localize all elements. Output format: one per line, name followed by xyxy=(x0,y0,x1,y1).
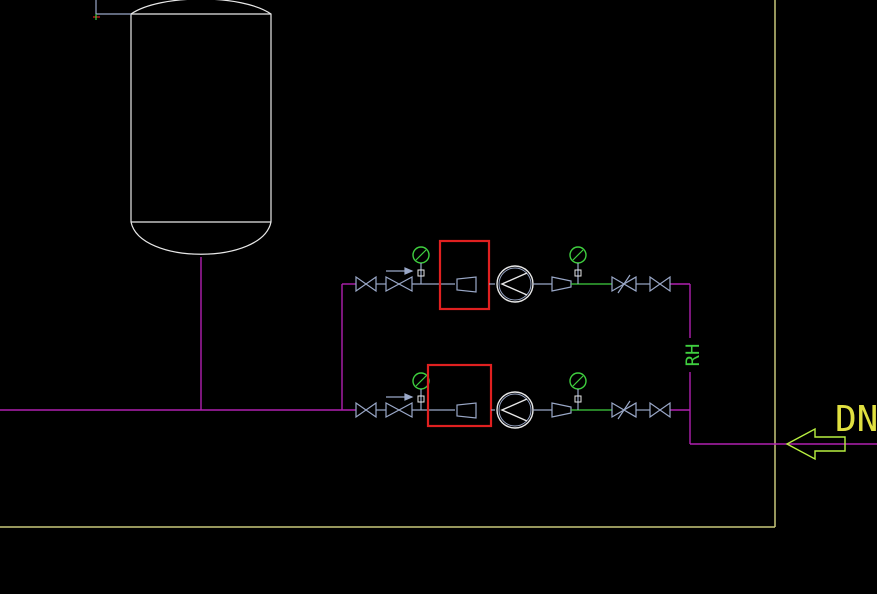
strainer-icon[interactable] xyxy=(456,402,477,419)
check-valve-icon[interactable] xyxy=(385,393,414,419)
pressure-gauge-icon[interactable] xyxy=(412,246,430,284)
pump-line-1 xyxy=(355,239,671,311)
gate-valve-icon[interactable] xyxy=(355,275,377,293)
drawing-frame xyxy=(0,0,776,528)
highlight-box[interactable] xyxy=(438,239,491,311)
strainer-icon[interactable] xyxy=(456,276,477,293)
pump-line-2 xyxy=(355,363,671,429)
vessel-vent-nozzle-icon xyxy=(93,0,131,20)
check-valve-icon[interactable] xyxy=(385,267,414,293)
check-valve-icon[interactable] xyxy=(611,274,637,294)
bypass-tag-label: RH xyxy=(682,344,704,367)
reducer-icon[interactable] xyxy=(551,402,572,418)
highlight-box[interactable] xyxy=(426,363,493,428)
flow-arrow-icon[interactable] xyxy=(785,427,846,461)
process-piping xyxy=(0,257,877,445)
pump-icon[interactable] xyxy=(496,265,534,303)
gate-valve-icon[interactable] xyxy=(649,275,671,293)
pressure-gauge-icon[interactable] xyxy=(569,246,587,284)
check-valve-icon[interactable] xyxy=(611,400,637,420)
pressure-gauge-icon[interactable] xyxy=(412,372,430,410)
storage-vessel-icon[interactable] xyxy=(130,0,272,255)
gate-valve-icon[interactable] xyxy=(355,401,377,419)
pump-icon[interactable] xyxy=(496,391,534,429)
gate-valve-icon[interactable] xyxy=(649,401,671,419)
pressure-gauge-icon[interactable] xyxy=(569,372,587,410)
reducer-icon[interactable] xyxy=(551,276,572,292)
inlet-tag-label: DN2 xyxy=(835,399,877,440)
